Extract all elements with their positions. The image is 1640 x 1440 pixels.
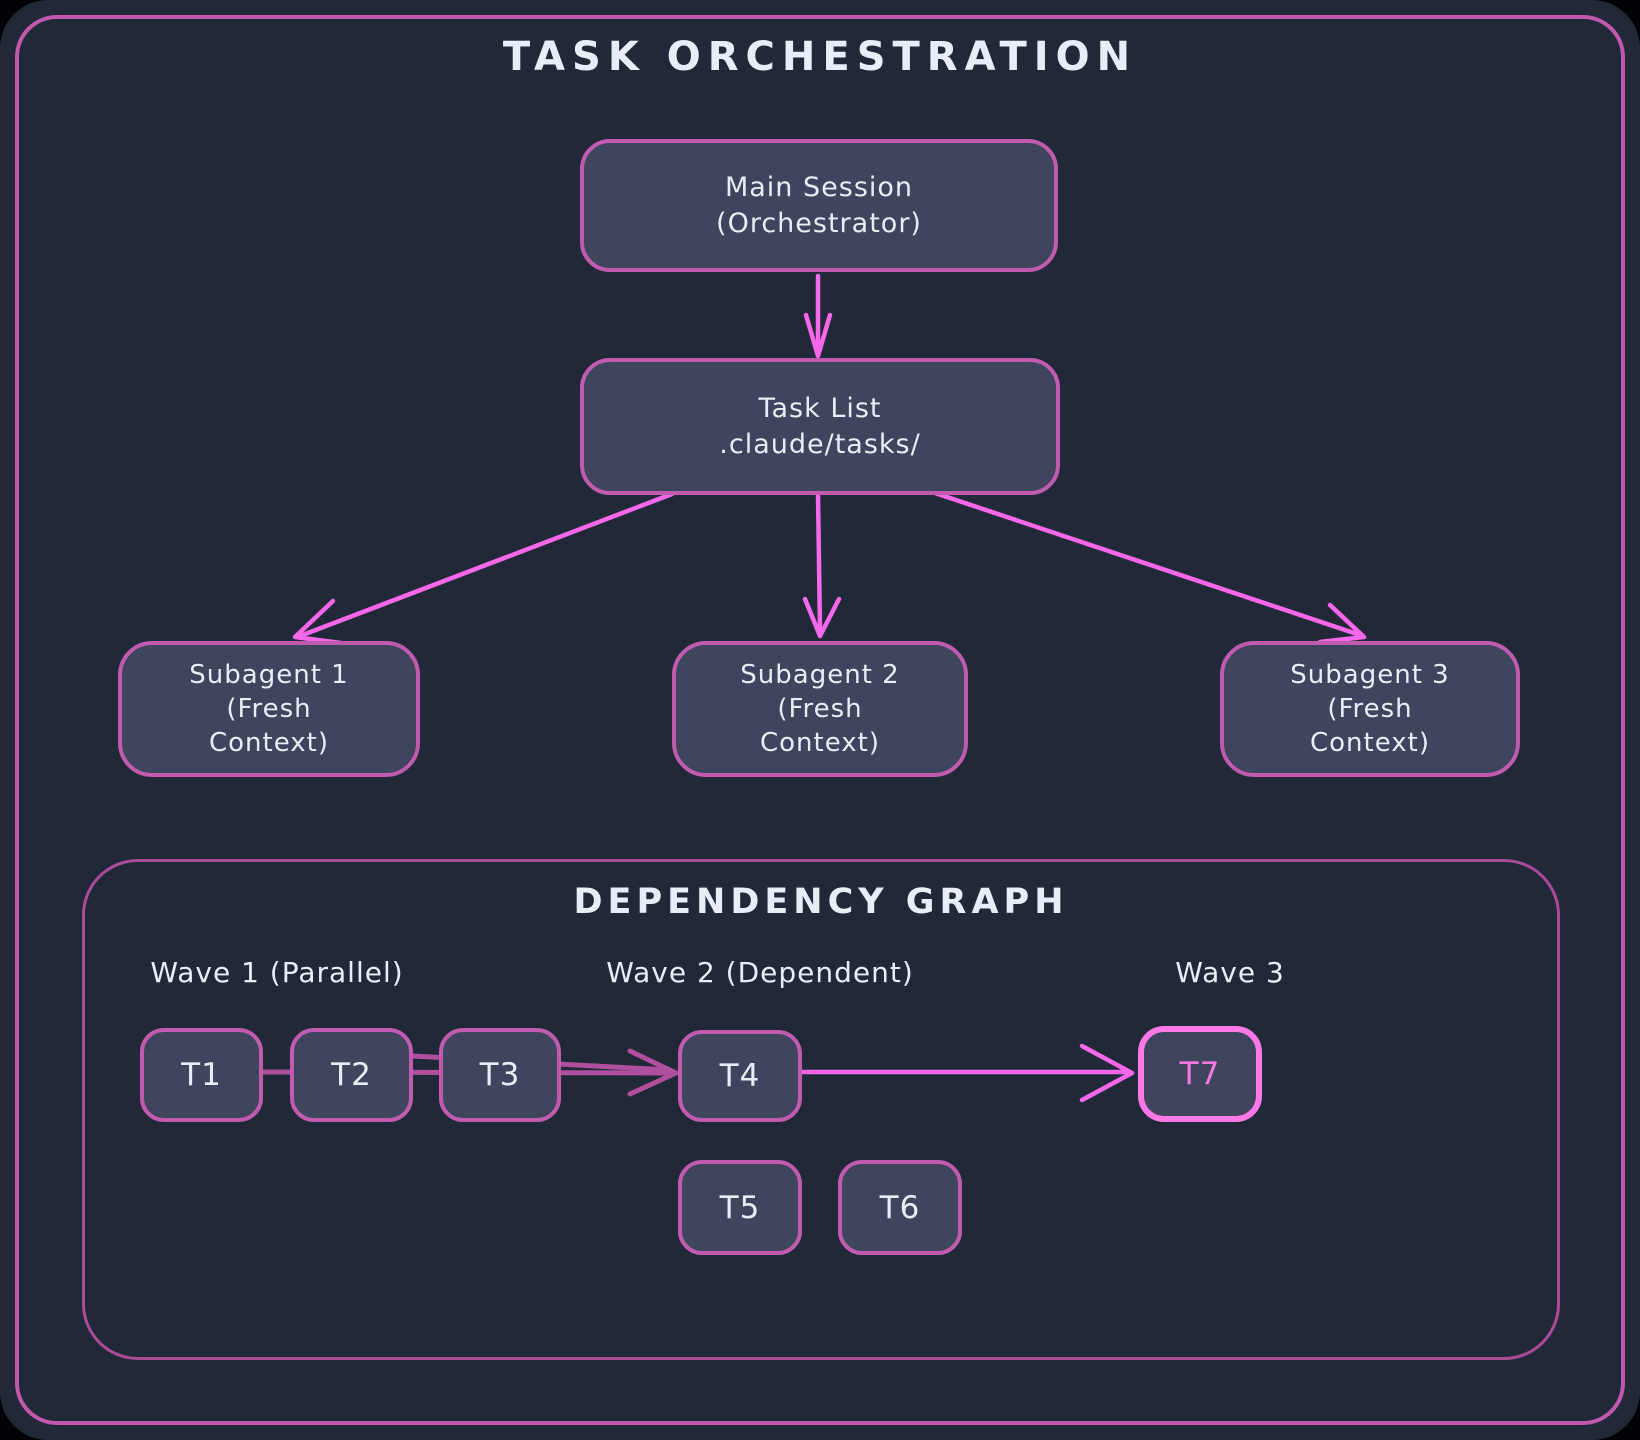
subagent-2-node: Subagent 2 (Fresh Context): [672, 641, 968, 777]
subagent-3-line3: Context): [1310, 728, 1430, 758]
subagent-1-line2: (Fresh: [226, 694, 312, 724]
task-t7-node-highlighted: T7: [1138, 1026, 1262, 1122]
subagent-2-line3: Context): [760, 728, 880, 758]
subagent-3-line1: Subagent 3: [1290, 660, 1450, 690]
subagent-3-node: Subagent 3 (Fresh Context): [1220, 641, 1520, 777]
subagent-2-line1: Subagent 2: [740, 660, 900, 690]
subagent-1-node: Subagent 1 (Fresh Context): [118, 641, 420, 777]
task-t4-node: T4: [678, 1030, 802, 1122]
wave-3-label: Wave 3: [1175, 956, 1285, 989]
dependency-graph-frame: [82, 859, 1560, 1360]
main-session-line2: (Orchestrator): [716, 207, 922, 239]
subagent-3-line2: (Fresh: [1327, 694, 1413, 724]
wave-2-label: Wave 2 (Dependent): [606, 956, 914, 989]
main-session-node: Main Session (Orchestrator): [580, 139, 1058, 272]
dependency-graph-title: DEPENDENCY GRAPH: [573, 882, 1069, 922]
main-session-line1: Main Session: [724, 171, 914, 203]
task-t1-node: T1: [140, 1028, 263, 1122]
task-t3-node: T3: [439, 1028, 561, 1122]
outer-frame: [15, 15, 1625, 1425]
page-title: TASK ORCHESTRATION: [502, 34, 1138, 80]
subagent-1-line1: Subagent 1: [189, 660, 349, 690]
task-t5-node: T5: [678, 1160, 802, 1255]
task-list-node: Task List .claude/tasks/: [580, 358, 1060, 495]
task-t2-node: T2: [290, 1028, 413, 1122]
wave-1-label: Wave 1 (Parallel): [150, 956, 404, 989]
task-list-line1: Task List: [758, 392, 882, 424]
subagent-1-line3: Context): [209, 728, 329, 758]
task-t6-node: T6: [838, 1160, 962, 1255]
subagent-2-line2: (Fresh: [777, 694, 863, 724]
task-list-line2: .claude/tasks/: [719, 428, 921, 460]
